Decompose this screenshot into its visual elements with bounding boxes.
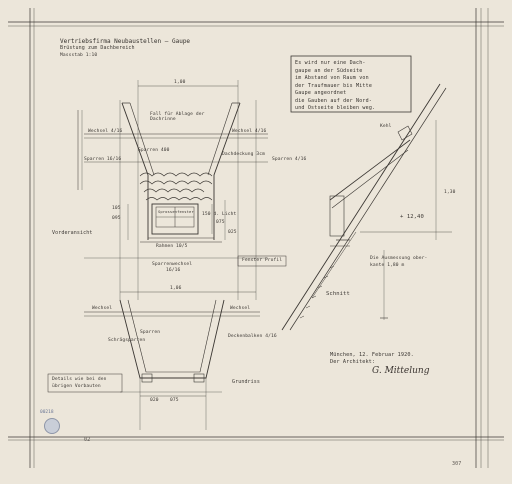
scale-label: Massstab 1:10: [60, 53, 98, 58]
page-number: 307: [452, 461, 462, 467]
wechsel-right-label: Wechsel 4/16: [232, 129, 267, 134]
note-line: gaupe an der Südseite: [295, 67, 363, 74]
sparren-mid-label: Sparren 400: [138, 148, 170, 153]
fenster-profil-label: Fenster Profil: [242, 258, 283, 263]
note-line: Es wird nur eine Dach-: [295, 60, 366, 66]
details-line-1: Details wie bei den: [52, 377, 107, 382]
sparren-right-label: Sparren 4/16: [272, 157, 307, 162]
dachdeckung-label: Dachdeckung 3cm: [222, 152, 265, 157]
dim-small-4: 025: [228, 230, 237, 235]
dim-right-tall: 1,30: [444, 190, 456, 195]
wechsel-bottom-right-label: Wechsel: [230, 306, 251, 311]
archive-stamp-icon: [44, 418, 60, 434]
note-line: die Gauben auf der Nord-: [295, 97, 373, 104]
note-line: und Ostseite bleiben weg.: [295, 105, 376, 111]
note-line: im Abstand von Raum von: [295, 75, 369, 81]
dim-small-1: 105: [112, 206, 121, 211]
innen-label: 150 d. Licht: [202, 212, 237, 217]
architect-signature: G. Mittelung: [372, 366, 430, 376]
wechsel-label: Wechsel 4/16: [88, 129, 123, 134]
dim-small-3: 075: [216, 220, 225, 225]
dim-bottom-1: 020: [150, 398, 159, 403]
note-line: der Traufmauer bis Mitte: [295, 82, 373, 89]
schraegsparren-label: Schrägsparren: [108, 338, 146, 343]
note-text: Es wird nur eine Dach- gaupe an der Süds…: [295, 60, 407, 113]
rahmen-label: Rahmen 10/5: [156, 244, 188, 249]
title-line-1: Vertriebsfirma Neubaustellen — Gaupe: [60, 38, 191, 45]
grundriss-label: Grundriss: [232, 379, 260, 385]
sparrenwechsel-value: 16/16: [166, 268, 181, 273]
deckenbalken-label: Deckenbalken 4/16: [228, 334, 277, 339]
details-line-2: übrigen Vorbauten: [52, 384, 101, 389]
sprossen-label: Sprossenfenster: [158, 209, 194, 214]
dim-small-2: 095: [112, 216, 121, 221]
stamp-number: 00218: [40, 410, 54, 415]
sheet-number: 02: [84, 437, 91, 443]
height-note-2: kante 1,80 m: [370, 263, 405, 268]
title-line-2: Brüstung zum Dachbereich: [60, 45, 135, 51]
wechsel-bottom-label: Wechsel: [92, 306, 113, 311]
date-line: München, 12. Februar 1920.: [330, 352, 414, 358]
dim-bottom: 1,06: [170, 286, 182, 291]
kehl-label: Kehl: [380, 124, 392, 129]
note-line: Gaupe angeordnet: [295, 90, 347, 96]
sparren-left-label: Sparren 16/16: [84, 157, 122, 162]
dim-top: 1,00: [174, 80, 186, 85]
note-box: [290, 55, 412, 113]
sparren-bottom-label: Sparren: [140, 330, 161, 335]
height-level: + 12,40: [400, 214, 424, 220]
vorderansicht-label: Vorderansicht: [52, 230, 93, 236]
sparrenwechsel-label: Sparrenwechsel: [152, 262, 193, 267]
architect-line: Der Architekt:: [330, 359, 376, 365]
fall-label: Fall für Ablage der Dachrinne: [150, 112, 205, 122]
height-note-1: Die Ausmessung ober-: [370, 256, 428, 261]
dim-bottom-2: 075: [170, 398, 179, 403]
schnitt-label: Schnitt: [326, 291, 350, 297]
